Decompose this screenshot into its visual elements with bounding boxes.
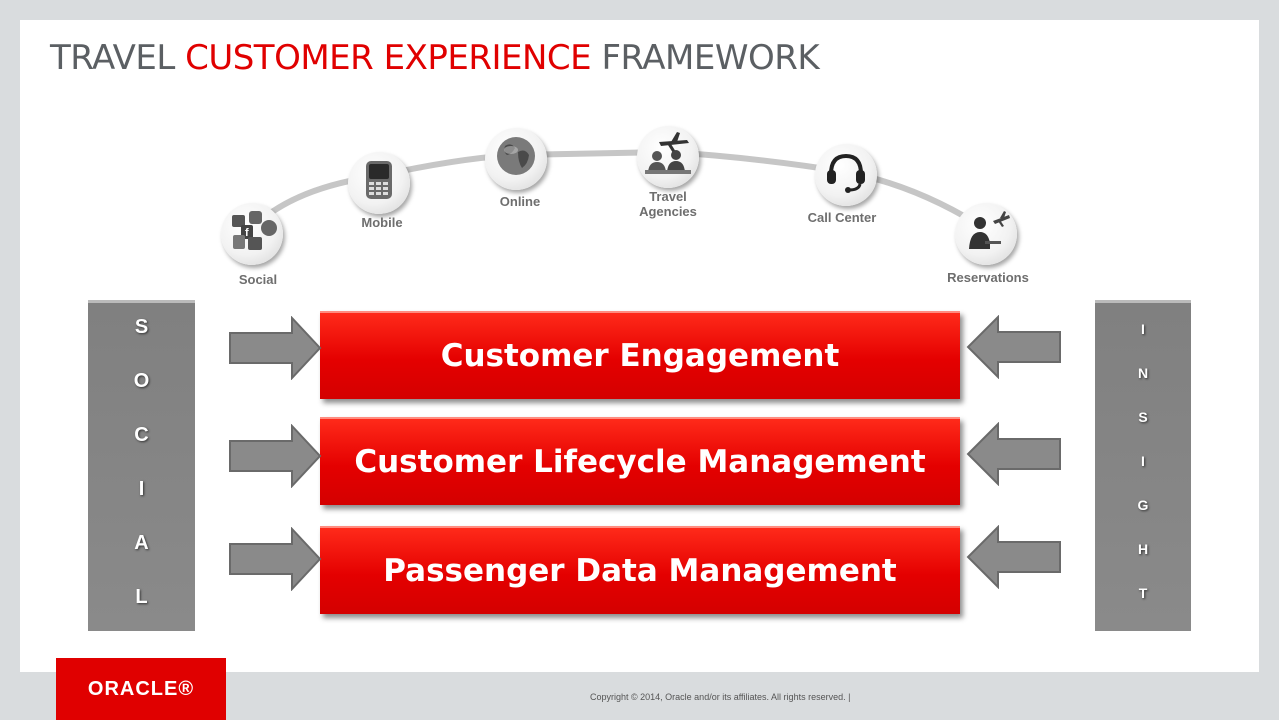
copyright-text: Copyright © 2014, Oracle and/or its affi… — [590, 692, 851, 702]
right-arrow-icon — [229, 316, 322, 380]
right-arrow-icon — [229, 527, 322, 591]
channel-mobile — [348, 152, 418, 222]
travel-label-line-2: Agencies — [639, 204, 697, 219]
right-arrow-icon — [229, 424, 322, 488]
passenger-data-box: Passenger Data Management — [320, 526, 960, 614]
social-media-icon: f — [232, 211, 277, 250]
channel-social: f — [221, 203, 291, 273]
social-letter: L — [135, 586, 148, 608]
mobile-phone-icon — [366, 161, 392, 199]
social-bar: S O C I A L — [88, 300, 195, 631]
person-airplane-icon — [969, 211, 1010, 249]
channel-label-online: Online — [499, 194, 541, 209]
channel-label-mobile: Mobile — [361, 215, 403, 230]
channel-label-social: Social — [238, 272, 278, 287]
title-accent: CUSTOMER EXPERIENCE — [185, 38, 592, 78]
insight-letter: N — [1137, 365, 1149, 381]
social-letter: C — [134, 424, 149, 446]
slide-title: TRAVEL CUSTOMER EXPERIENCE FRAMEWORK — [50, 38, 820, 78]
channel-call-center — [815, 144, 885, 214]
channel-online — [485, 128, 555, 198]
insight-bar: I N S I G H T — [1095, 300, 1191, 631]
channel-bubble — [637, 126, 699, 188]
channel-label-reservations: Reservations — [947, 270, 1029, 285]
title-part-1: TRAVEL — [50, 38, 186, 78]
left-arrow-icon — [966, 525, 1061, 589]
channel-reservations — [955, 203, 1025, 273]
travel-label-line-1: Travel — [649, 189, 687, 204]
channel-label-call-center: Call Center — [807, 210, 877, 225]
social-letter: A — [134, 532, 149, 554]
left-arrow-icon — [966, 422, 1061, 486]
insight-letter: I — [1141, 321, 1145, 337]
social-letter: S — [134, 316, 149, 338]
customer-lifecycle-box: Customer Lifecycle Management — [320, 417, 960, 505]
channel-label-travel-agencies: Travel Agencies — [608, 189, 728, 219]
headset-icon — [827, 153, 865, 193]
insight-letter: G — [1137, 497, 1149, 513]
title-part-2: FRAMEWORK — [591, 38, 820, 78]
channel-bubble — [955, 203, 1017, 265]
oracle-logo: ORACLE® — [56, 658, 226, 720]
customer-engagement-box: Customer Engagement — [320, 311, 960, 399]
channel-travel-agencies — [637, 126, 707, 196]
social-letter: I — [138, 478, 145, 500]
insight-letter: S — [1138, 409, 1148, 425]
globe-icon — [497, 137, 535, 175]
left-arrow-icon — [966, 315, 1061, 379]
social-letter: O — [133, 370, 150, 392]
insight-letter: H — [1137, 541, 1149, 557]
insight-letter: T — [1138, 585, 1148, 601]
airplane-agents-icon — [645, 132, 691, 174]
svg-text:f: f — [245, 227, 249, 239]
insight-letter: I — [1141, 453, 1145, 469]
